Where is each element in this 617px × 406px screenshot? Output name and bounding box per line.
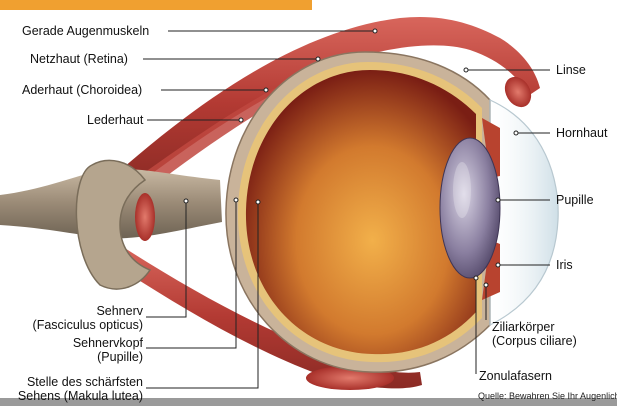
label-lederhaut: Lederhaut [87, 113, 143, 127]
label-sehnerv-line1: Sehnerv [20, 304, 143, 318]
label-pupille: Pupille [556, 193, 594, 207]
label-sehnerv: Sehnerv (Fasciculus opticus) [20, 304, 143, 332]
label-ziliarkoerper-line1: Ziliarkörper [492, 320, 577, 334]
label-hornhaut: Hornhaut [556, 126, 607, 140]
label-linse: Linse [556, 63, 586, 77]
lens-highlight [453, 162, 471, 218]
label-aderhaut: Aderhaut (Choroidea) [22, 83, 142, 97]
label-sehnervkopf-line2: (Pupille) [20, 350, 143, 364]
title-banner [0, 0, 312, 10]
label-zonulafasern: Zonulafasern [479, 369, 552, 383]
label-gerade-augenmuskeln: Gerade Augenmuskeln [22, 24, 149, 38]
source-credit: Quelle: Bewahren Sie Ihr Augenlicht [478, 391, 617, 401]
label-makula: Stelle des schärfsten Sehens (Makula lut… [5, 375, 143, 403]
label-makula-line2: Sehens (Makula lutea) [5, 389, 143, 403]
nerve-cut-end [135, 193, 155, 241]
lens [440, 138, 500, 278]
label-netzhaut: Netzhaut (Retina) [30, 52, 128, 66]
label-makula-line1: Stelle des schärfsten [5, 375, 143, 389]
label-ziliarkoerper: Ziliarkörper (Corpus ciliare) [492, 320, 577, 348]
label-sehnervkopf: Sehnervkopf (Pupille) [20, 336, 143, 364]
label-iris: Iris [556, 258, 573, 272]
label-sehnervkopf-line1: Sehnervkopf [20, 336, 143, 350]
label-ziliarkoerper-line2: (Corpus ciliare) [492, 334, 577, 348]
label-sehnerv-line2: (Fasciculus opticus) [20, 318, 143, 332]
